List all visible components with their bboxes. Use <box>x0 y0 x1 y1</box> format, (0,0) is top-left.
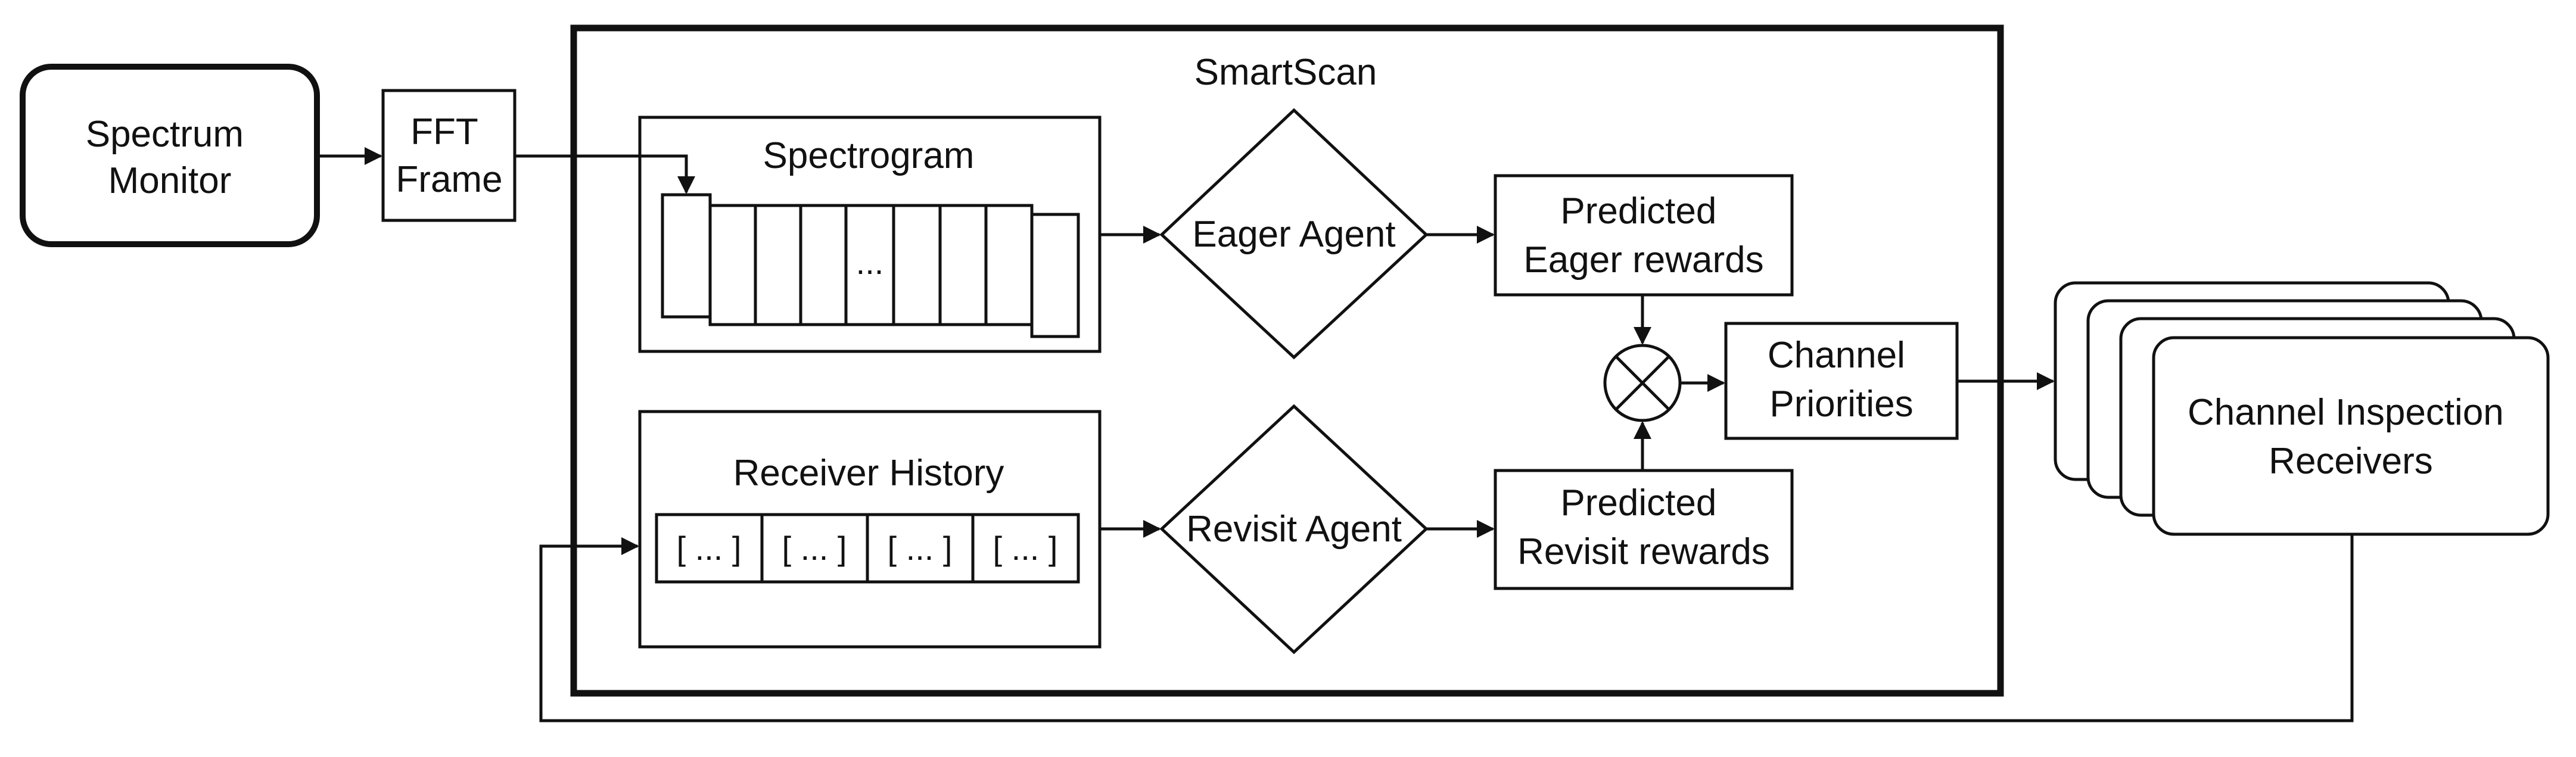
edge-receivers-history-feedback <box>539 534 2354 722</box>
smartscan-container <box>570 24 2004 697</box>
edge-fft-spectrogram <box>515 154 695 194</box>
channel-priorities-label: Channel Priorities <box>1768 335 1915 425</box>
history-cell-4: [ ... ] <box>993 529 1058 567</box>
history-cell-1: [ ... ] <box>677 529 742 567</box>
spectrogram-frames <box>708 204 1034 326</box>
predicted-revisit-node <box>1494 469 1794 590</box>
spectrogram-ellipsis: ... <box>856 244 884 281</box>
eager-agent-label: Eager Agent <box>1192 214 1395 255</box>
predicted-eager-node <box>1494 174 1794 297</box>
revisit-agent-node <box>1159 404 1429 655</box>
revisit-agent-label: Revisit Agent <box>1186 509 1402 550</box>
eager-agent-node <box>1159 108 1429 360</box>
history-cell-2: [ ... ] <box>782 529 847 567</box>
fft-frame-node <box>381 89 517 222</box>
predicted-revisit-label: Predicted Revisit rewards <box>1517 482 1770 572</box>
channel-priorities-node <box>1724 322 1959 440</box>
smartscan-title: SmartScan <box>1194 52 1377 93</box>
channel-inspection-node <box>2152 336 2550 536</box>
receiver-history-label: Receiver History <box>733 453 1004 494</box>
predicted-eager-label: Predicted Eager rewards <box>1523 191 1763 281</box>
receiver-history-cells <box>655 513 1080 584</box>
history-cell-3: [ ... ] <box>888 529 953 567</box>
spectrum-monitor-node <box>20 64 320 247</box>
spectrum-monitor-label: Spectrum Monitor <box>86 114 254 201</box>
connectors <box>317 147 2354 722</box>
channel-inspection-label: Channel Inspection Receivers <box>2188 392 2514 482</box>
spectrogram-label: Spectrogram <box>763 135 975 176</box>
spectrogram-frame-first <box>661 193 712 319</box>
fft-frame-label: FFT Frame <box>396 111 502 200</box>
spectrogram-frame-last <box>1030 213 1080 338</box>
multiply-icon <box>1603 344 1682 422</box>
